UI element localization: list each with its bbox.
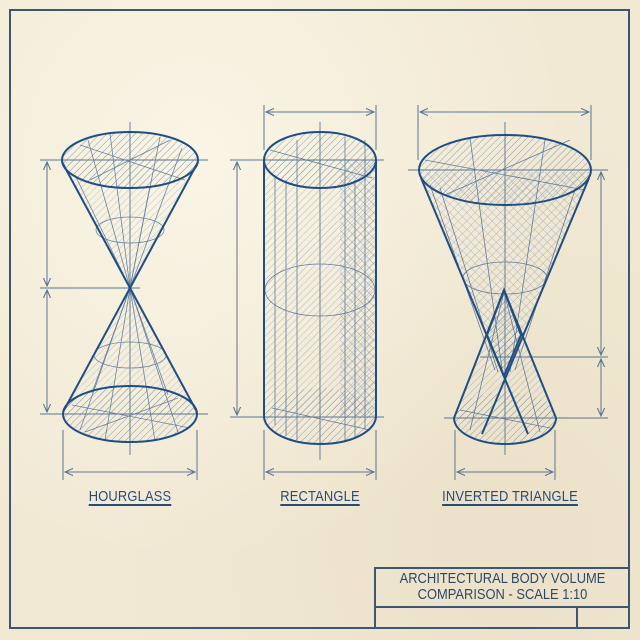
label-rectangle: RECTANGLE	[280, 488, 360, 505]
rectangle-figure	[230, 105, 384, 480]
label-inverted-triangle: INVERTED TRIANGLE	[442, 488, 578, 505]
title-line-2: COMPARISON - SCALE 1:10	[417, 586, 588, 603]
label-hourglass: HOURGLASS	[88, 488, 172, 505]
title-block-cell-b	[578, 608, 629, 629]
title-text: ARCHITECTURAL BODY VOLUME COMPARISON - S…	[394, 571, 612, 607]
inverted-triangle-figure	[408, 105, 608, 480]
title-block-row	[376, 606, 629, 629]
title-line-1: ARCHITECTURAL BODY VOLUME	[399, 570, 606, 587]
hourglass-figure	[40, 122, 208, 480]
drawing-border	[9, 9, 630, 629]
title-block-cell-a	[376, 608, 578, 629]
title-block: ARCHITECTURAL BODY VOLUME COMPARISON - S…	[374, 567, 629, 629]
